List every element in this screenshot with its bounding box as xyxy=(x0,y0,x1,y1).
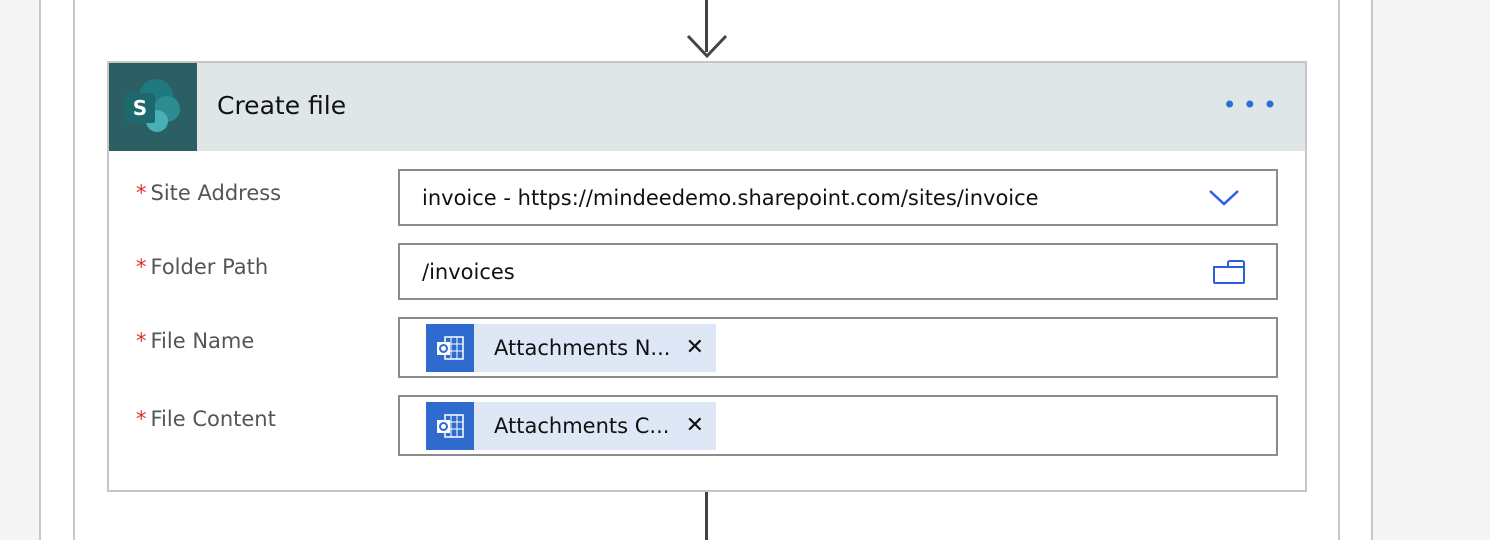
dynamic-content-token[interactable]: Attachments C... ✕ xyxy=(426,401,716,450)
folder-path-label: *Folder Path xyxy=(136,255,269,279)
dynamic-content-token[interactable]: Attachments N... ✕ xyxy=(426,323,716,372)
site-address-label: *Site Address xyxy=(136,181,282,205)
arrow-down-icon xyxy=(686,34,728,59)
svg-text:S: S xyxy=(133,96,147,120)
card-title: Create file xyxy=(217,91,347,120)
file-name-label: *File Name xyxy=(136,329,255,353)
file-name-input[interactable]: Attachments N... ✕ xyxy=(398,317,1278,378)
card-header[interactable]: S Create file ••• xyxy=(109,63,1305,151)
folder-path-value: /invoices xyxy=(422,259,515,284)
connector-line-top xyxy=(705,0,708,52)
remove-token-icon[interactable]: ✕ xyxy=(685,413,704,438)
folder-icon[interactable] xyxy=(1212,259,1246,285)
folder-path-input[interactable]: /invoices xyxy=(398,243,1278,300)
site-address-value: invoice - https://mindeedemo.sharepoint.… xyxy=(422,185,1039,210)
create-file-action-card: S Create file ••• *Site Address invoice … xyxy=(107,61,1307,492)
chevron-down-icon[interactable] xyxy=(1208,189,1240,207)
outlook-icon xyxy=(426,323,474,372)
more-options-button[interactable]: ••• xyxy=(1222,91,1283,119)
file-content-input[interactable]: Attachments C... ✕ xyxy=(398,395,1278,456)
site-address-dropdown[interactable]: invoice - https://mindeedemo.sharepoint.… xyxy=(398,169,1278,226)
token-label: Attachments N... xyxy=(494,335,671,360)
file-content-label: *File Content xyxy=(136,407,276,431)
connector-line-bottom xyxy=(705,492,708,540)
sharepoint-logo-icon: S xyxy=(109,63,197,151)
outlook-icon xyxy=(426,401,474,450)
remove-token-icon[interactable]: ✕ xyxy=(685,335,704,360)
token-label: Attachments C... xyxy=(494,413,670,438)
